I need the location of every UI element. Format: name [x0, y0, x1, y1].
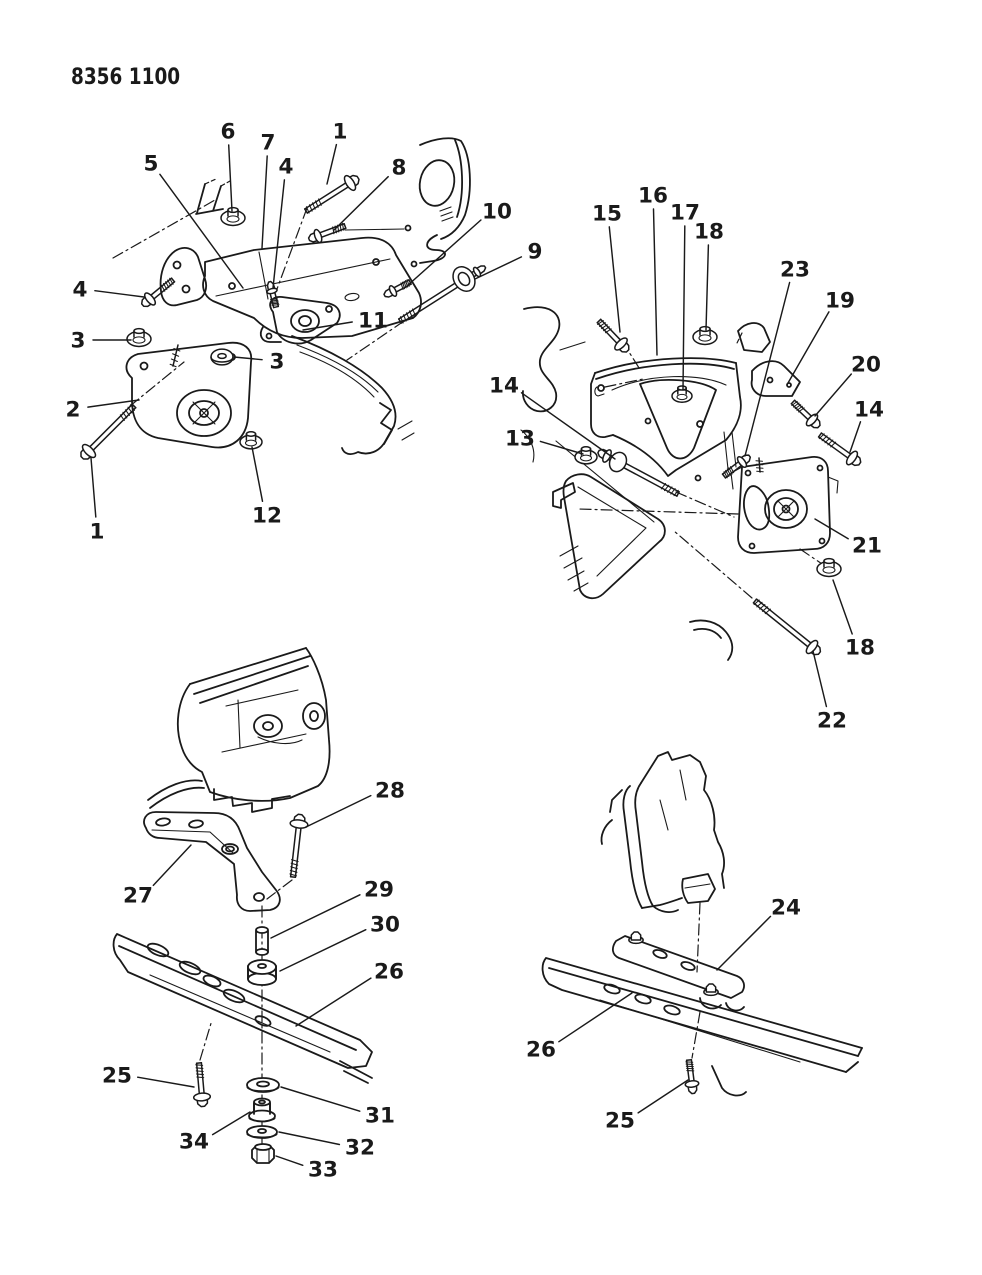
leader-line-9 [474, 256, 523, 280]
callout-1: 1 [333, 120, 348, 145]
leader-line-30 [279, 928, 367, 972]
callout-15: 15 [592, 202, 622, 227]
fastener-glyphs-layer [80, 174, 862, 1108]
callout-26: 26 [526, 1038, 556, 1063]
leader-lines-layer [87, 143, 862, 1167]
leader-line-25 [637, 1079, 689, 1114]
leader-line-15 [608, 226, 621, 333]
callout-21: 21 [852, 534, 882, 559]
callout-34: 34 [179, 1130, 209, 1155]
callout-4: 4 [73, 278, 88, 303]
leader-line-2 [87, 399, 140, 408]
figure-number: 8356 1100 [71, 64, 181, 90]
leader-line-25 [136, 1076, 195, 1088]
leader-line-7 [261, 155, 268, 249]
leader-line-1 [326, 143, 338, 185]
leader-line-29 [270, 894, 361, 939]
leader-line-27 [152, 844, 192, 887]
leader-line-18 [832, 579, 853, 635]
callout-22: 22 [817, 709, 847, 734]
leader-line-16 [652, 208, 658, 356]
leader-line-3 [233, 356, 263, 361]
callout-1: 1 [90, 520, 105, 545]
callout-12: 12 [252, 504, 282, 529]
leader-line-14 [520, 392, 616, 460]
leader-line-33 [275, 1155, 304, 1167]
callout-29: 29 [364, 878, 394, 903]
leader-line-8 [333, 175, 389, 231]
leader-line-34 [211, 1111, 251, 1136]
leader-line-1 [90, 457, 97, 518]
leader-line-10 [406, 219, 482, 287]
leader-line-14 [849, 421, 862, 453]
leader-line-21 [814, 518, 849, 540]
leader-line-17 [682, 225, 686, 391]
callout-24: 24 [771, 896, 801, 921]
callout-7: 7 [261, 131, 276, 156]
leader-line-18 [705, 244, 710, 331]
callout-28: 28 [375, 779, 405, 804]
callout-14: 14 [489, 374, 519, 399]
leader-line-20 [814, 373, 853, 417]
leader-line-31 [280, 1086, 361, 1112]
callout-14: 14 [854, 398, 884, 423]
callout-5: 5 [144, 152, 159, 177]
callout-16: 16 [638, 184, 668, 209]
callout-20: 20 [851, 353, 881, 378]
callout-2: 2 [66, 398, 81, 423]
callout-19: 19 [825, 289, 855, 314]
leader-line-11 [302, 321, 353, 331]
leader-line-26 [295, 977, 372, 1027]
leader-line-22 [812, 650, 828, 708]
callout-3: 3 [270, 350, 285, 375]
callout-13: 13 [505, 427, 535, 452]
callout-25: 25 [102, 1064, 132, 1089]
leader-line-4 [94, 289, 145, 298]
callout-6: 6 [221, 120, 236, 145]
art-engine-mount-right [520, 306, 839, 661]
art-engine-mount-left [112, 137, 471, 455]
callout-9: 9 [528, 240, 543, 265]
callout-10: 10 [482, 200, 512, 225]
leader-line-23 [744, 281, 791, 457]
callout-18: 18 [845, 636, 875, 661]
callout-33: 33 [308, 1158, 338, 1183]
art-transmission-mount-right [541, 751, 863, 1097]
leader-line-32 [278, 1131, 341, 1146]
callout-3: 3 [71, 329, 86, 354]
callout-32: 32 [345, 1136, 375, 1161]
callout-17: 17 [670, 201, 700, 226]
callout-8: 8 [392, 156, 407, 181]
art-transmission-mount-left [112, 647, 373, 1164]
callout-30: 30 [370, 913, 400, 938]
leader-line-6 [227, 144, 233, 212]
callout-27: 27 [123, 884, 153, 909]
leader-line-12 [251, 446, 264, 503]
callout-4: 4 [279, 155, 294, 180]
callout-23: 23 [780, 258, 810, 283]
callout-18: 18 [694, 220, 724, 245]
leader-line-19 [787, 311, 830, 384]
leader-line-26 [558, 992, 633, 1043]
leader-line-13 [539, 440, 584, 455]
callout-26: 26 [374, 960, 404, 985]
leader-line-4 [272, 179, 286, 289]
leader-line-5 [159, 173, 244, 289]
callout-31: 31 [365, 1104, 395, 1129]
leader-line-24 [716, 915, 772, 971]
callout-11: 11 [358, 309, 388, 334]
line-art-layer [112, 137, 863, 1164]
callout-25: 25 [605, 1109, 635, 1134]
leader-line-28 [305, 794, 372, 828]
